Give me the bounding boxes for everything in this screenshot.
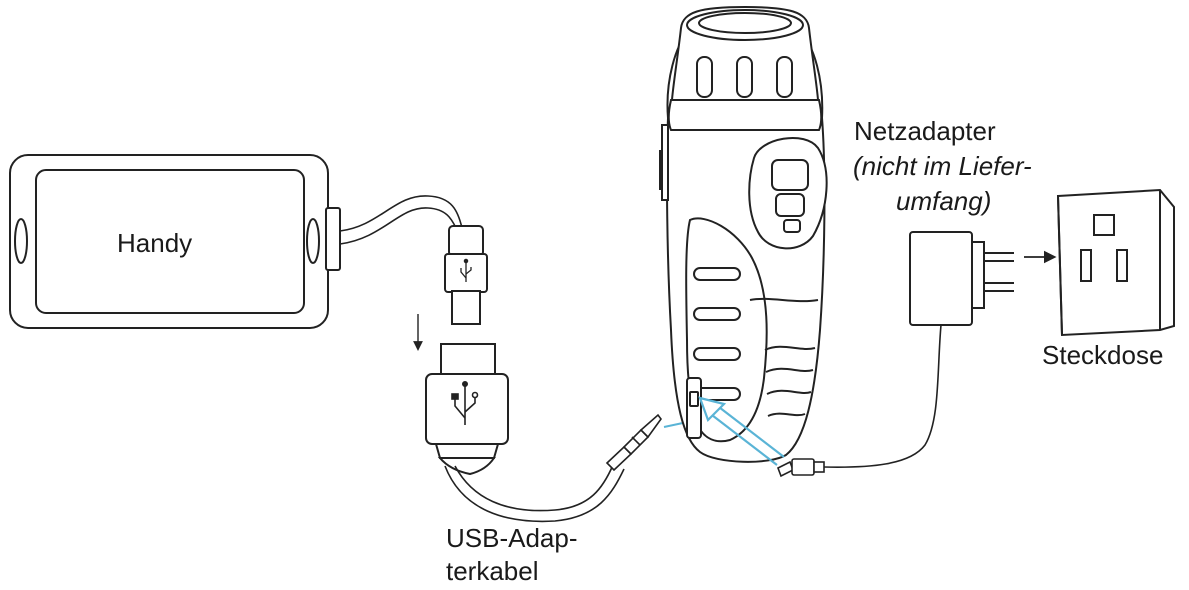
- power-adapter-cable: [823, 324, 942, 468]
- usb-cable-label-line2: terkabel: [446, 556, 539, 586]
- power-adapter-note-line2: umfang): [896, 186, 992, 216]
- usb-cable-label-line1: USB-Adap-: [446, 523, 578, 553]
- phone-label: Handy: [117, 228, 193, 258]
- phone-icon: [9, 154, 341, 329]
- dc-port-highlight-arrow: [698, 396, 785, 466]
- power-adapter-title: Netzadapter: [854, 116, 996, 146]
- audio-jack-plug-icon: [605, 413, 662, 472]
- phone-cable: [339, 195, 463, 245]
- flashlight-icon: [659, 5, 828, 463]
- dc-plug-icon: [776, 458, 825, 478]
- socket-icon: [1056, 188, 1175, 337]
- usb-micro-plug-icon: [444, 225, 488, 325]
- usb-adapter-icon: [425, 343, 509, 476]
- power-adapter-icon: [909, 231, 1014, 326]
- usb-adapter-cable: [444, 464, 625, 523]
- power-adapter-note-line1: (nicht im Liefer-: [853, 151, 1032, 181]
- socket-label: Steckdose: [1042, 340, 1164, 370]
